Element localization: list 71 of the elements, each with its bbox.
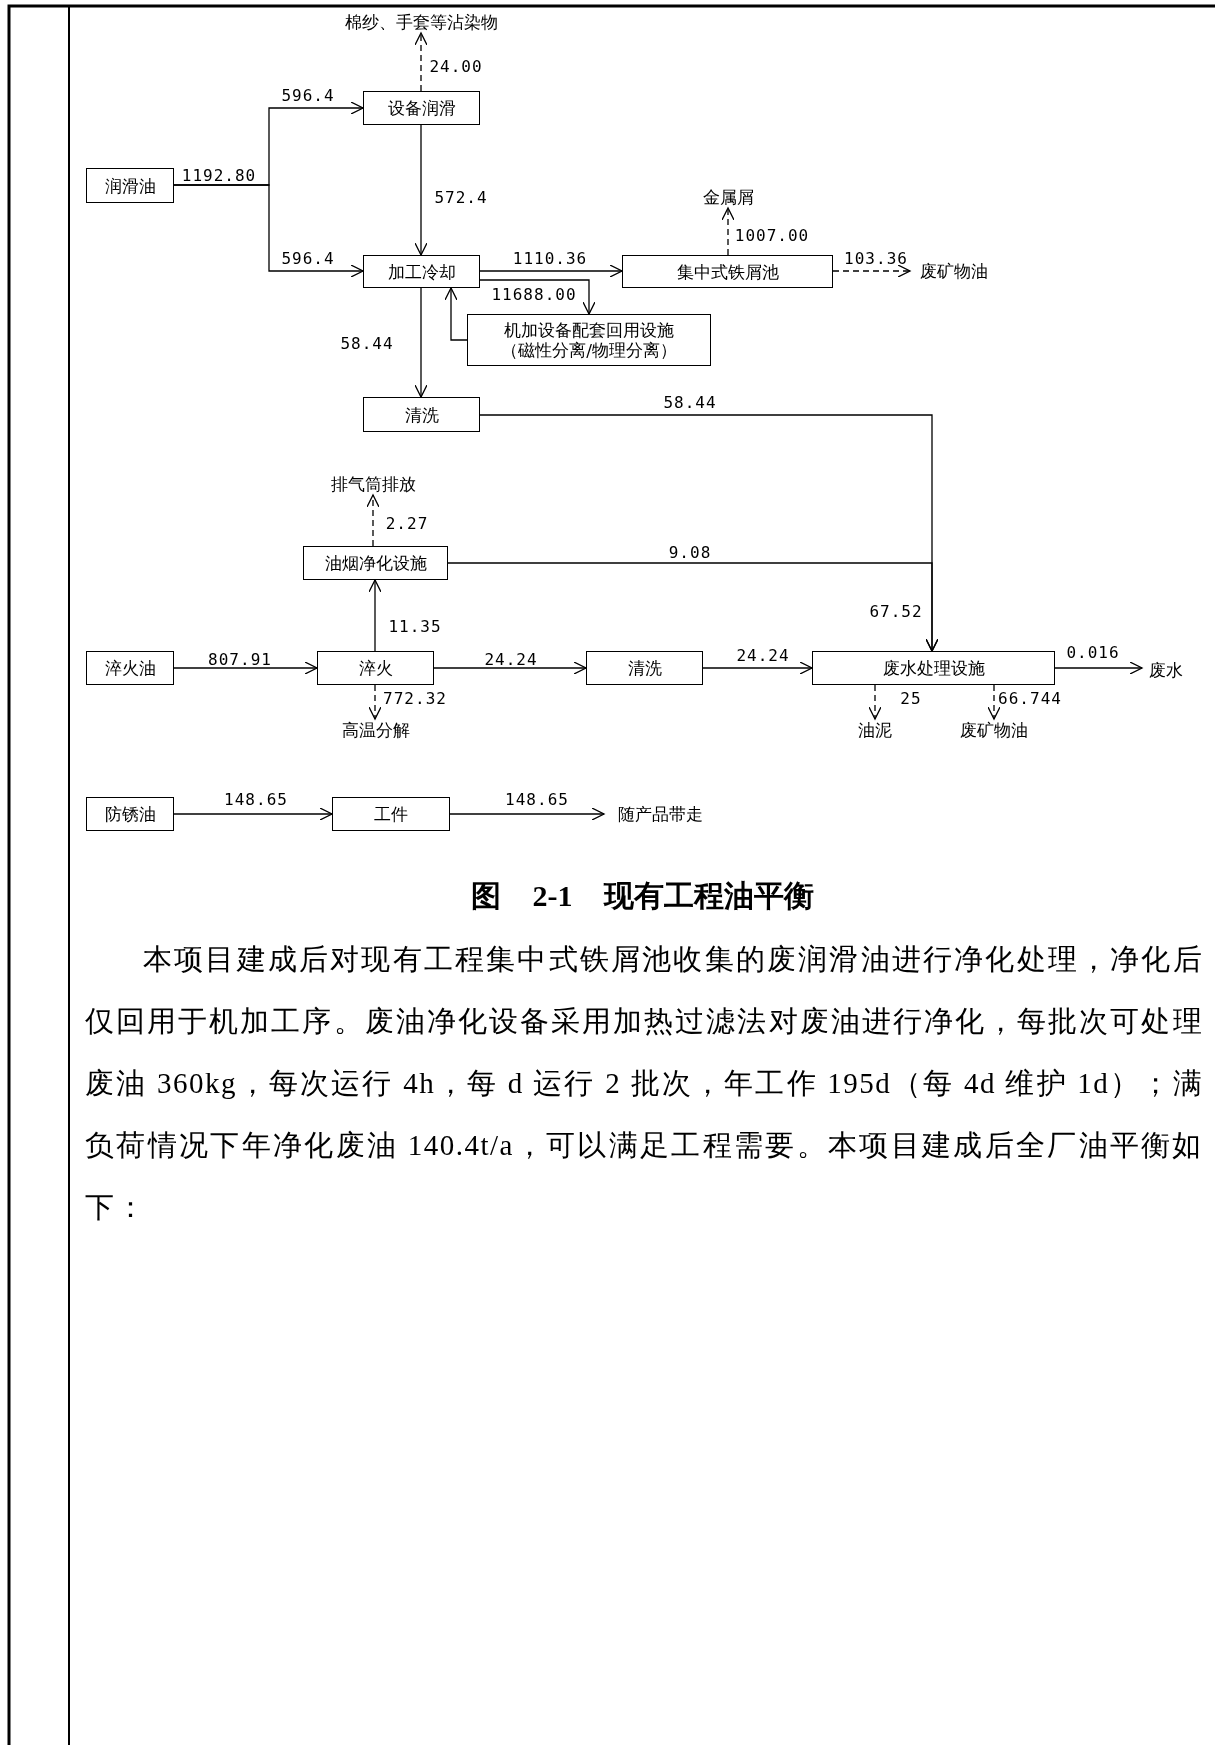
- box-text: 机加设备配套回用设施: [504, 320, 674, 340]
- edge-label: 148.65: [505, 791, 569, 809]
- edge-label: 11688.00: [491, 286, 577, 304]
- arrow: [368, 684, 382, 720]
- process-box: 加工冷却: [363, 255, 480, 288]
- arrow: [173, 661, 318, 675]
- output-label: 金属屑: [696, 186, 760, 208]
- edge-label: 103.36: [844, 250, 908, 268]
- output-label: 废矿物油: [950, 719, 1038, 741]
- output-label: 废水: [1142, 659, 1190, 681]
- edge-label: 572.4: [434, 189, 488, 207]
- figure-caption: 图 2-1 现有工程油平衡: [471, 879, 814, 912]
- edge-label: 24.24: [484, 651, 538, 669]
- edge-label: 807.91: [208, 651, 272, 669]
- edge-label: 772.32: [383, 690, 447, 708]
- process-box: 设备润滑: [363, 91, 480, 125]
- box-text: （磁性分离/物理分离）: [501, 340, 677, 360]
- arrow: [832, 264, 911, 278]
- arrow: [444, 287, 468, 341]
- body-paragraph: 本项目建成后对现有工程集中式铁屑池收集的废润滑油进行净化处理，净化后仅回用于机加工序。废油净化设备采用加热过滤法对废油进行净化，每批次可处理废油 360kg，每次运行 4h，每 d 运行 2 批次，年工作 195d（每 4d 维护 1d）；满负荷情况下年净化废油 140.4t/a，可以满足工程需要。本项目建成后全厂油平衡如下：: [85, 942, 1203, 1225]
- edge-label: 58.44: [340, 335, 394, 353]
- arrow: [721, 207, 735, 256]
- edge-label: 1007.00: [734, 227, 810, 245]
- edge-label: 24.00: [429, 58, 483, 76]
- edge-label: 24.24: [736, 647, 790, 665]
- arrow: [366, 494, 380, 547]
- arrow: [702, 661, 813, 675]
- edge-label: 66.744: [998, 690, 1062, 708]
- output-label: 排气筒排放: [320, 473, 426, 495]
- arrow: [173, 807, 333, 821]
- process-box: 废水处理设施: [812, 651, 1055, 685]
- arrow: [868, 684, 882, 720]
- process-box: 油烟净化设施: [303, 546, 448, 580]
- arrow: [173, 184, 364, 278]
- arrow: [479, 279, 596, 315]
- process-box: 淬火油: [86, 651, 174, 685]
- flow-value: 1192.80: [181, 167, 257, 185]
- process-box: 淬火: [317, 651, 434, 685]
- edge-label: 148.65: [224, 791, 288, 809]
- flow-value: 67.52: [869, 603, 923, 621]
- process-box: 清洗: [586, 651, 703, 685]
- edge-label: 11.35: [388, 618, 442, 636]
- process-box: 润滑油: [86, 168, 174, 203]
- arrow: [368, 579, 382, 652]
- output-label: 随产品带走: [604, 803, 716, 825]
- edge-label: 25: [900, 690, 922, 708]
- edge-label: 596.4: [281, 87, 335, 105]
- process-box: 集中式铁屑池: [622, 255, 833, 288]
- arrow: [414, 32, 428, 92]
- edge-label: 596.4: [281, 250, 335, 268]
- edge-label: 0.016: [1066, 644, 1120, 662]
- output-label: 油泥: [853, 719, 897, 741]
- arrow: [987, 684, 1001, 720]
- arrow: [449, 807, 605, 821]
- process-box: 工件: [332, 797, 450, 831]
- output-label: 高温分解: [331, 719, 421, 741]
- edge-label: 2.27: [385, 515, 429, 533]
- arrow: [1054, 661, 1143, 675]
- process-box: [467, 314, 711, 366]
- arrow: [447, 562, 939, 652]
- edge-label: 1110.36: [512, 250, 588, 268]
- arrow: [433, 661, 587, 675]
- arrow: [414, 124, 428, 256]
- process-box: 清洗: [363, 397, 480, 432]
- arrow: [414, 287, 428, 398]
- edge-label: 58.44: [663, 394, 717, 412]
- output-label: 废矿物油: [910, 260, 998, 282]
- edge-label: 9.08: [668, 544, 712, 562]
- arrow: [479, 264, 623, 278]
- process-box: 防锈油: [86, 797, 174, 831]
- output-label: 棉纱、手套等沾染物: [326, 11, 516, 33]
